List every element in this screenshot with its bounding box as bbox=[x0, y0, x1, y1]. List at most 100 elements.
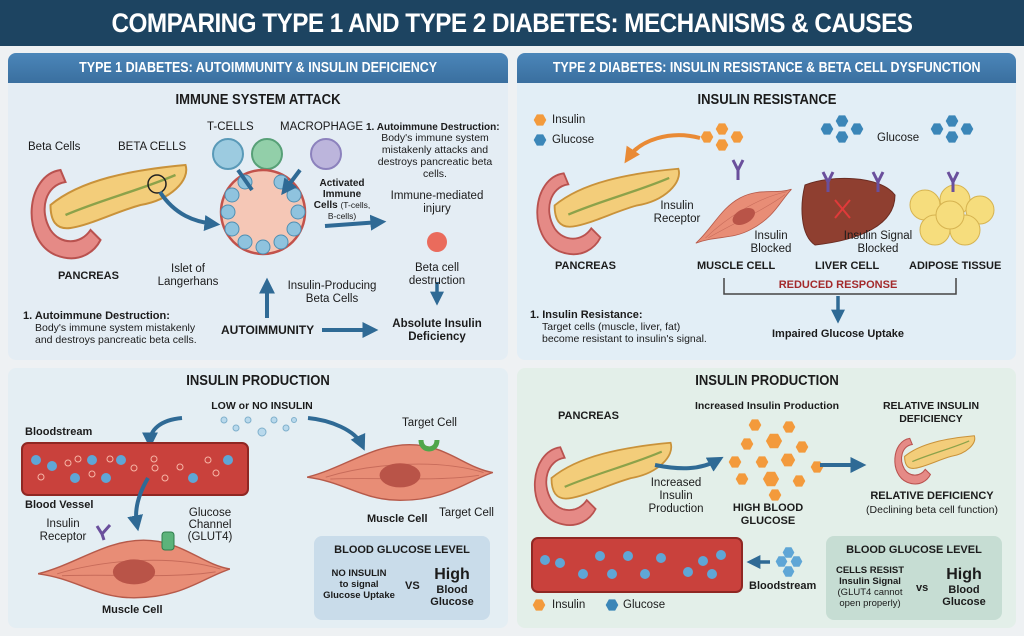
beta-cells-highlight-circle bbox=[147, 174, 167, 194]
impaired-uptake-label: Impaired Glucose Uptake bbox=[771, 328, 905, 340]
type2-glucose-level-box bbox=[826, 536, 1002, 620]
declining-function-label: (Declining beta cell function) bbox=[866, 504, 998, 516]
liver-cell-label: LIVER CELL bbox=[815, 260, 880, 272]
blood-vessel-label: Blood Vessel bbox=[25, 499, 94, 511]
legend-insulin-t2: Insulin bbox=[552, 599, 586, 611]
islet-line: Langerhans bbox=[157, 276, 219, 288]
high-label: High bbox=[434, 566, 470, 583]
glut4-line: Channel bbox=[188, 519, 232, 531]
vs-label: VS bbox=[405, 580, 420, 592]
insulin-legend-icon-t2 bbox=[532, 599, 546, 611]
insulin-resistance-note-body: Target cells (muscle, liver, fat)become … bbox=[542, 321, 707, 345]
glucose-label: Glucose bbox=[877, 132, 920, 144]
target-cell-receptor-icon bbox=[418, 439, 440, 452]
islet-line: Islet of bbox=[171, 263, 205, 275]
right-line: Glucose bbox=[942, 596, 986, 608]
type2-header: TYPE 2 DIABETES: INSULIN RESISTANCE & BE… bbox=[517, 53, 1016, 83]
activated-line: Cells bbox=[313, 200, 338, 211]
adipose-illustration bbox=[909, 184, 995, 246]
muscle-cell-label-t1: Muscle Cell bbox=[102, 604, 163, 616]
insulin-resistance-title: INSULIN RESISTANCE bbox=[697, 92, 837, 108]
insulin-receptor-icons bbox=[731, 159, 960, 192]
low-insulin-label: LOW or NO INSULIN bbox=[211, 400, 313, 412]
blocked-x-icon bbox=[834, 199, 851, 219]
absolute-line: Absolute Insulin bbox=[392, 318, 482, 330]
left-line: CELLS RESIST bbox=[835, 565, 905, 576]
t-cells-label: T-CELLS bbox=[207, 121, 254, 133]
macrophage-icon bbox=[310, 138, 342, 170]
inc-line: Increased bbox=[650, 477, 702, 489]
inc-line: Insulin bbox=[659, 490, 693, 502]
muscle-cell-right-label: Muscle Cell bbox=[367, 513, 428, 525]
t-cell-green-icon bbox=[251, 138, 283, 170]
activated-line: Immune bbox=[322, 189, 362, 200]
blocked-line: Insulin bbox=[754, 230, 788, 242]
reduced-response-label: REDUCED RESPONSE bbox=[778, 279, 898, 291]
glucose-particles bbox=[31, 455, 233, 483]
left-line: Glucose Uptake bbox=[323, 590, 395, 601]
legend-glucose: Glucose bbox=[552, 134, 595, 146]
insulin-droplets bbox=[220, 416, 297, 437]
t2-glucose-level-title: BLOOD GLUCOSE LEVEL bbox=[846, 544, 982, 556]
bloodstream-label: Bloodstream bbox=[25, 426, 93, 438]
relative-deficiency-label: RELATIVE DEFICIENCY bbox=[870, 490, 994, 502]
legend-glucose-t2: Glucose bbox=[623, 599, 666, 611]
glut4-line: (GLUT4) bbox=[187, 531, 233, 543]
legend-insulin: Insulin bbox=[552, 114, 586, 126]
note-line: mistakenly attacks and bbox=[381, 144, 489, 156]
glucose-cluster-t2 bbox=[775, 547, 803, 577]
autoimmunity-label: AUTOIMMUNITY bbox=[221, 323, 315, 337]
declining-pancreas-illustration bbox=[893, 434, 976, 485]
pancreas-label: PANCREAS bbox=[58, 270, 119, 282]
note-line: cells. bbox=[423, 168, 447, 180]
title-bar: COMPARING TYPE 1 AND TYPE 2 DIABETES: ME… bbox=[0, 0, 1024, 46]
t1-production-title: INSULIN PRODUCTION bbox=[186, 373, 330, 389]
note-line: become resistant to insulin's signal. bbox=[542, 333, 707, 345]
destruction-line: destruction bbox=[408, 275, 466, 287]
left-line: (GLUT4 cannot bbox=[837, 587, 903, 598]
pancreas-label-t2-production: PANCREAS bbox=[558, 410, 619, 422]
summary-line: and destroys pancreatic beta cells. bbox=[35, 334, 197, 346]
activated-small: B-cells) bbox=[327, 211, 357, 221]
ipb-line: Beta Cells bbox=[305, 293, 359, 305]
inc-line: Production bbox=[648, 503, 704, 515]
right-line: Blood bbox=[436, 584, 468, 596]
injury-line: injury bbox=[423, 203, 451, 215]
page-title: COMPARING TYPE 1 AND TYPE 2 DIABETES: ME… bbox=[111, 7, 913, 38]
injury-line: Immune-mediated bbox=[390, 190, 484, 202]
arrow-to-bloodstream bbox=[142, 416, 183, 449]
t2-production-title: INSULIN PRODUCTION bbox=[695, 373, 839, 389]
signal-line: Blocked bbox=[857, 243, 899, 255]
beta-cells-label: Beta Cells bbox=[28, 141, 81, 153]
left-line: to signal bbox=[339, 579, 379, 590]
reduced-response-bracket bbox=[723, 278, 957, 295]
muscle-cell-illustration-t1 bbox=[38, 539, 230, 599]
target-cell-side-label: Target Cell bbox=[439, 507, 494, 519]
ipb-line: Insulin-Producing bbox=[287, 280, 377, 292]
insulin-legend-icon bbox=[533, 114, 547, 126]
pancreas-label-t2: PANCREAS bbox=[555, 260, 616, 272]
bloodstream-label-t2: Bloodstream bbox=[749, 580, 817, 592]
receptor-line: Receptor bbox=[39, 531, 87, 543]
arrow-to-muscle-cell bbox=[127, 476, 150, 532]
signal-line: Insulin Signal bbox=[843, 230, 913, 242]
blocked-line: Blocked bbox=[750, 243, 792, 255]
right-line: Blood bbox=[948, 584, 980, 596]
insulin-receptor-icon bbox=[95, 524, 112, 541]
insulin-arrow-to-pancreas bbox=[624, 133, 701, 164]
glucose-legend-icon-t2 bbox=[605, 599, 619, 611]
glucose-legend-icon bbox=[533, 134, 547, 146]
summary-line: Body's immune system mistakenly bbox=[35, 322, 196, 334]
